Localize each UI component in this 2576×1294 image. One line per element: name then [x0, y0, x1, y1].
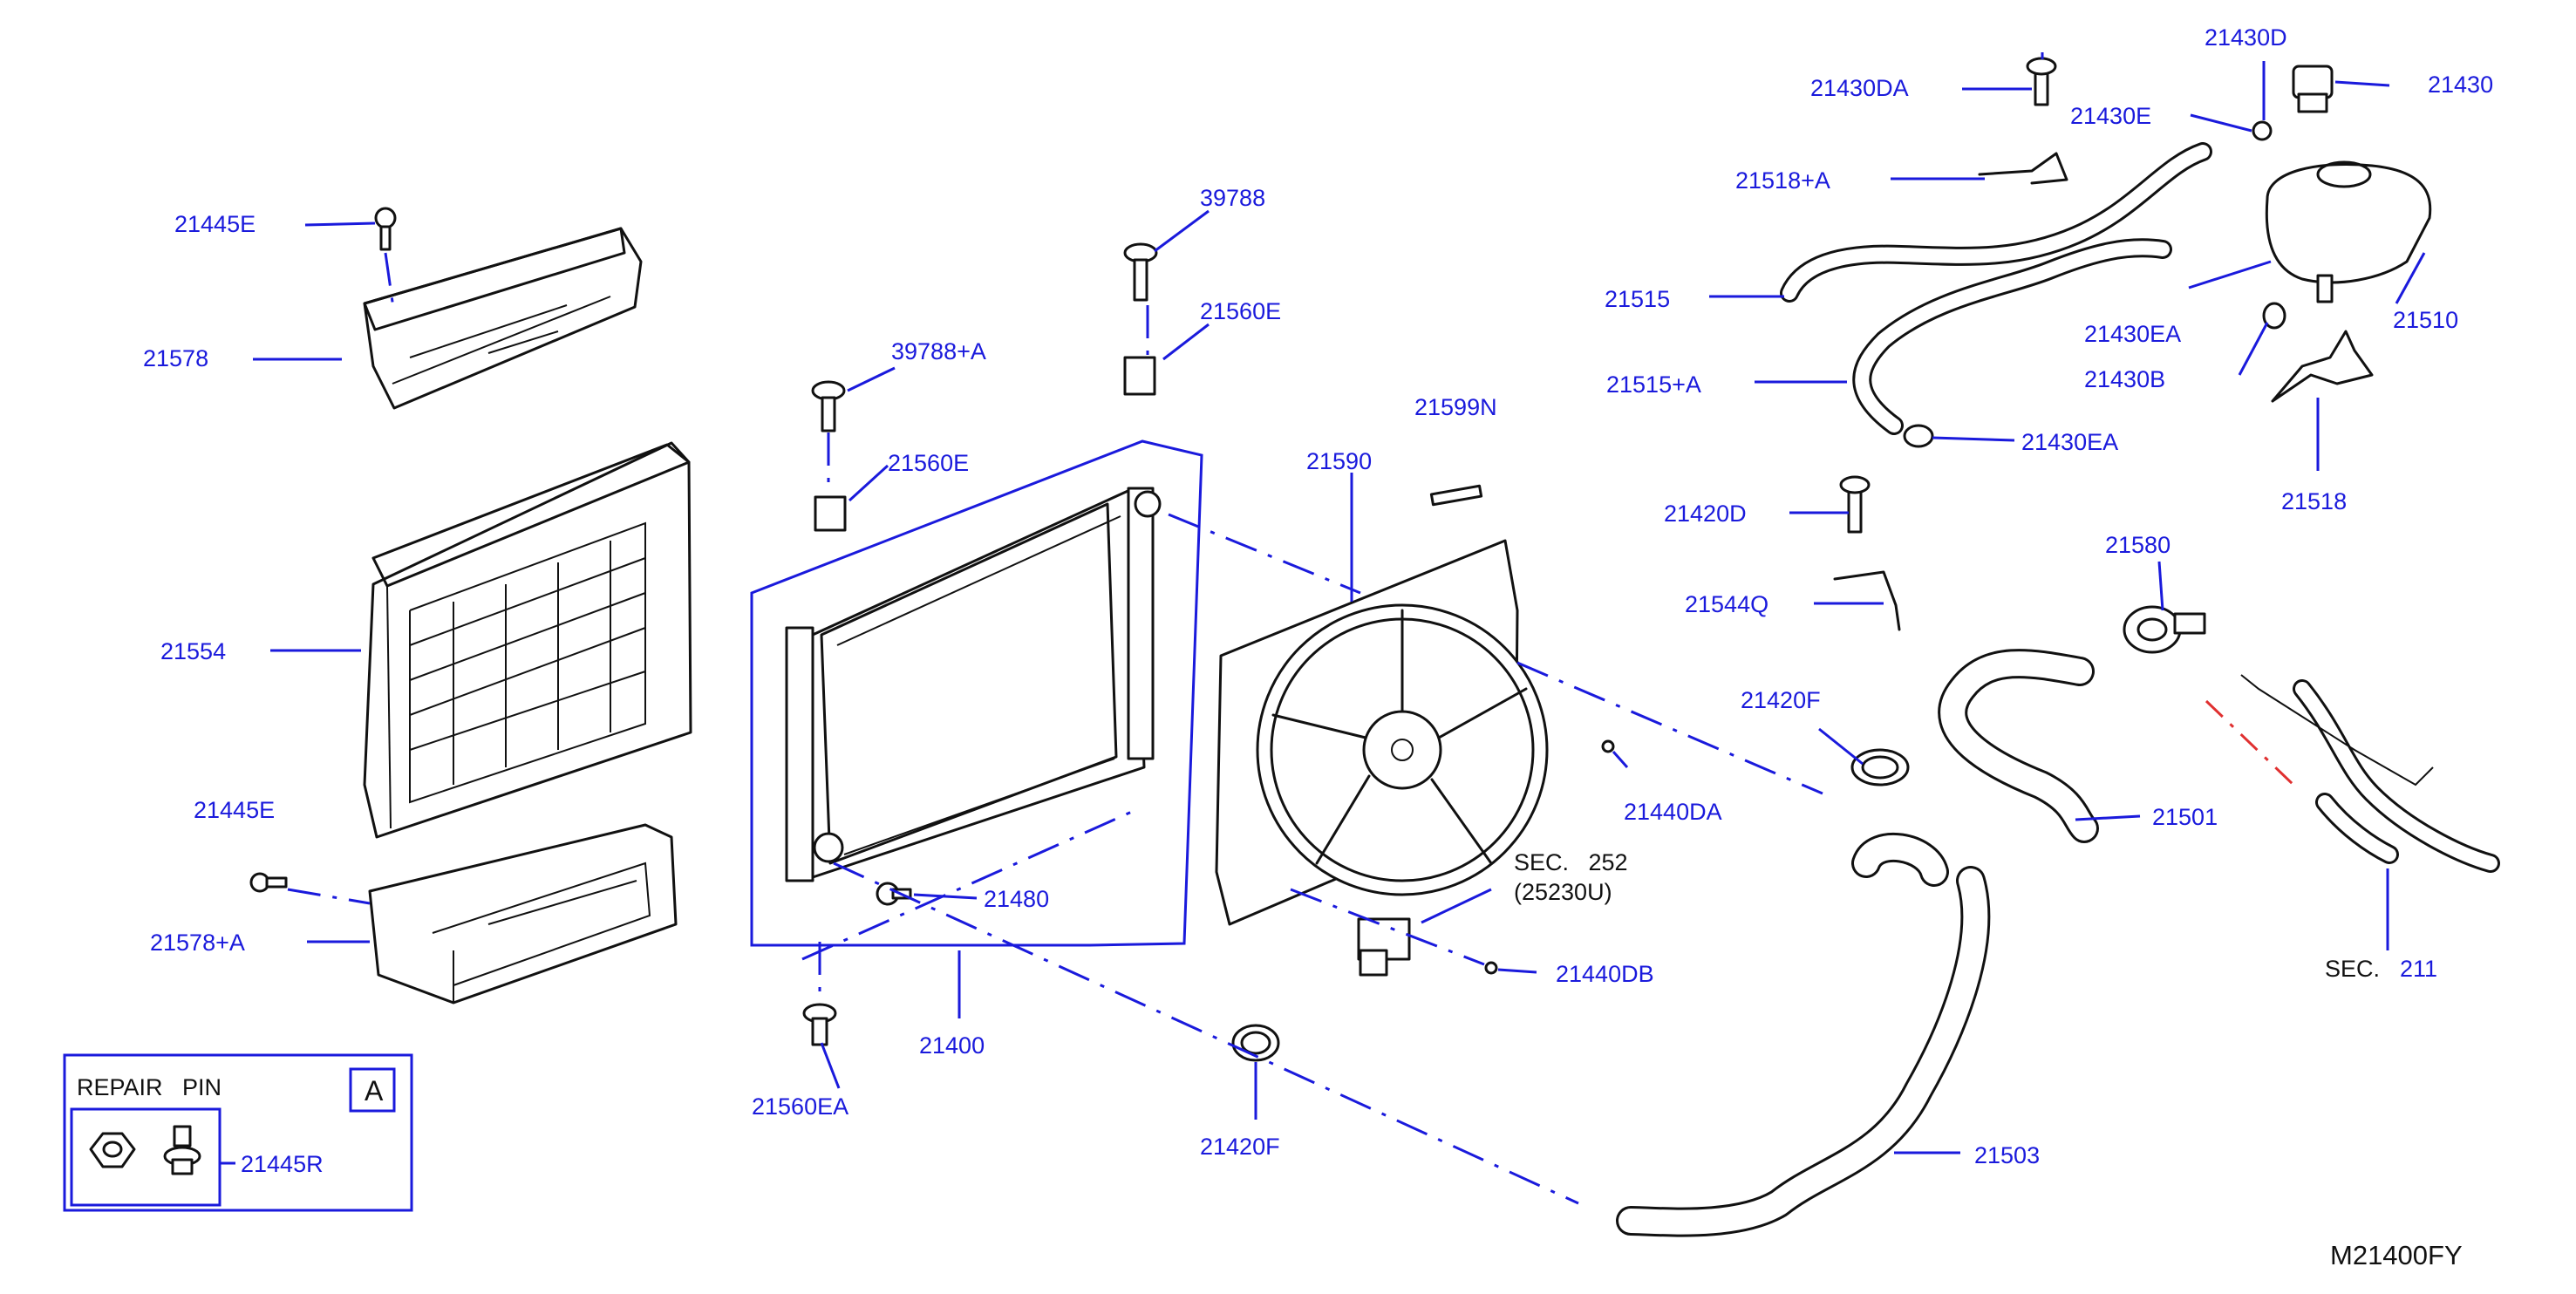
- bolt-39788a: [811, 380, 846, 432]
- pin-icon: [163, 1125, 201, 1175]
- callout-39788: 39788: [1200, 185, 1265, 211]
- clamp-21430ea-low: [1903, 424, 1934, 448]
- callout-21578a: 21578+A: [150, 930, 245, 956]
- reservoir-cap-21430: [2292, 65, 2334, 113]
- screw-21440db: [1484, 961, 1498, 975]
- callout-21440db: 21440DB: [1556, 961, 1654, 987]
- radiator-assembly-group-box: [750, 439, 1203, 947]
- bracket-21518a: [1978, 152, 2068, 185]
- bracket-21518: [2271, 330, 2374, 403]
- callout-21445e-low: 21445E: [194, 797, 275, 823]
- callout-21445r: 21445R: [241, 1151, 324, 1177]
- callout-21560e-mid: 21560E: [888, 450, 969, 476]
- callout-21430e: 21430E: [2070, 103, 2151, 129]
- callout-21430b: 21430B: [2084, 366, 2165, 392]
- callout-21560ea: 21560EA: [752, 1093, 848, 1120]
- callout-21430da: 21430DA: [1810, 75, 1909, 101]
- fan-motor-connector: [1357, 917, 1411, 977]
- callout-21420f-mid: 21420F: [1741, 687, 1821, 713]
- sec-211-prefix: SEC.: [2325, 956, 2380, 982]
- leader-lines: [220, 52, 2426, 1165]
- lower-air-guide-21578a: [368, 823, 678, 1005]
- callout-21480: 21480: [984, 886, 1049, 912]
- callout-39788a: 39788+A: [891, 338, 986, 364]
- clip-21430d: [2252, 120, 2273, 141]
- sec-211-number: 211: [2400, 956, 2437, 982]
- callout-21430: 21430: [2428, 72, 2493, 98]
- upper-hose-21501: [1938, 649, 2099, 843]
- callout-21515a: 21515+A: [1606, 371, 1701, 398]
- air-duct-21554: [363, 441, 692, 839]
- upper-air-guide-21578: [363, 227, 643, 410]
- fan-shroud-21590: [1215, 539, 1549, 926]
- bolt-21445e-top: [374, 207, 397, 251]
- callout-21515: 21515: [1605, 286, 1670, 312]
- callout-21503: 21503: [1974, 1142, 2040, 1168]
- sec-252-part: (25230U): [1514, 879, 1612, 905]
- bolt-21430da: [2026, 57, 2057, 106]
- label-21599n: [1429, 484, 1483, 507]
- lower-hose-21503: [1616, 832, 1991, 1237]
- reservoir-hoses-21515: [1780, 142, 2212, 435]
- callout-labels: 21445E 21578 21554 21445E 21578+A 39788 …: [143, 24, 2493, 1168]
- bolt-21445e-low: [249, 872, 288, 893]
- repair-pin-badge: A: [365, 1075, 384, 1107]
- centerlines: [287, 252, 2295, 1205]
- repair-pin-box: [63, 1053, 413, 1212]
- callout-21599n: 21599N: [1414, 394, 1497, 420]
- callout-21501: 21501: [2152, 804, 2218, 830]
- mount-bracket-21560e-top: [1123, 356, 1156, 396]
- callout-21420d: 21420D: [1664, 501, 1747, 527]
- bracket-21544q: [1833, 475, 1901, 631]
- callout-21560e-top: 21560E: [1200, 298, 1281, 324]
- callout-21510: 21510: [2393, 307, 2458, 333]
- callout-21440da: 21440DA: [1624, 799, 1722, 825]
- sec-252-ref: SEC. 252: [1514, 849, 1628, 875]
- callout-21590: 21590: [1306, 448, 1372, 474]
- repair-pin-title: REPAIR PIN: [77, 1074, 221, 1100]
- callout-21554: 21554: [160, 638, 226, 664]
- callout-21430ea-low: 21430EA: [2021, 429, 2118, 455]
- grommet-21430b: [2262, 302, 2286, 330]
- callout-21430ea-top: 21430EA: [2084, 321, 2181, 347]
- thermostat-valve-21580: [2123, 605, 2206, 654]
- callout-21580: 21580: [2105, 532, 2171, 558]
- mount-bracket-21560e-mid: [814, 495, 847, 532]
- callout-21430d: 21430D: [2205, 24, 2287, 51]
- section-references: SEC. 252 (25230U) SEC. 211: [1514, 849, 2437, 982]
- nut-icon: [89, 1132, 136, 1168]
- callout-21544q: 21544Q: [1685, 591, 1768, 617]
- clamp-21420f-mid: [1850, 748, 1910, 787]
- clip-21480: [876, 882, 912, 906]
- radiator-21400: [785, 487, 1162, 882]
- callout-21420f-low: 21420F: [1200, 1134, 1280, 1160]
- bolt-39788: [1123, 242, 1158, 302]
- diagram-code: M21400FY: [2330, 1240, 2463, 1270]
- callout-21518: 21518: [2281, 488, 2347, 514]
- heater-hose-sec211: [2240, 674, 2500, 873]
- callout-21518a: 21518+A: [1735, 167, 1830, 194]
- callout-21578: 21578: [143, 345, 208, 371]
- callout-21445e-top: 21445E: [174, 211, 256, 237]
- callout-21400: 21400: [919, 1032, 985, 1059]
- screw-21440da: [1601, 739, 1615, 753]
- reservoir-tank-21510: [2265, 160, 2432, 303]
- mount-21560ea: [802, 1003, 837, 1046]
